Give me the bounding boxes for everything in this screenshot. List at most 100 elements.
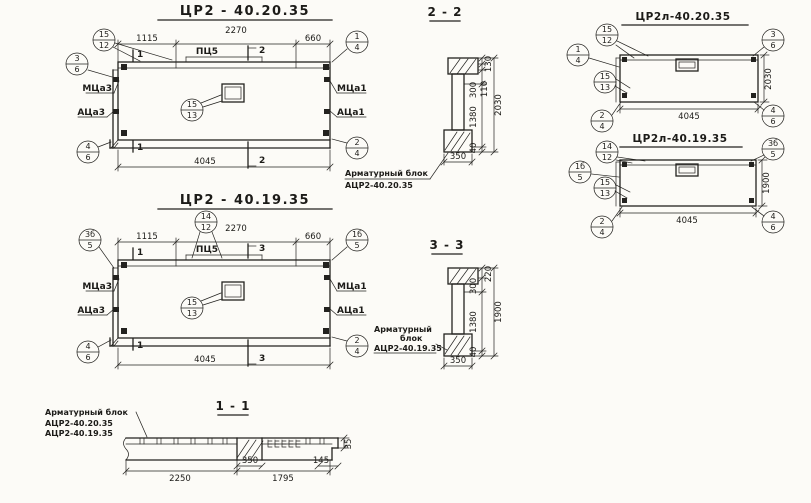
dim-4045: 4045 [676, 216, 698, 226]
svg-text:13: 13 [600, 189, 610, 198]
corner-plate-bl [121, 328, 127, 334]
section-3-3: 3 - 3 220 300 1380 40 1900 350 [429, 238, 504, 370]
callout-14-12: 14 12 [595, 140, 646, 164]
label-mca3: МЦа3 [82, 84, 112, 94]
dim-110: 110 [480, 81, 490, 97]
dim-2030: 2030 [494, 94, 504, 116]
rebar-ticks-left [139, 437, 228, 445]
svg-text:6: 6 [770, 117, 775, 126]
svg-text:4: 4 [85, 142, 90, 151]
edge-plate [324, 77, 330, 82]
callout-1-4: 1 4 [566, 43, 620, 68]
edge-plate [324, 109, 330, 114]
callout-14-12: 14 12 [191, 210, 223, 259]
label-mca1: МЦа1 [337, 282, 367, 292]
dim-40: 40 [469, 347, 479, 358]
opening-inner [678, 61, 696, 69]
callout-4-6: 4 6 [76, 140, 112, 164]
dim-130: 130 [484, 56, 494, 72]
note-armature-block-1935: Арматурный блок АЦР2-40.19.35 [373, 325, 448, 354]
corner-plate-bl [622, 93, 627, 98]
embedded-item-labels: МЦа3 АЦа3 МЦа1 АЦа1 [77, 278, 367, 316]
dim-300: 300 [469, 82, 479, 98]
dim-1795: 1795 [272, 474, 294, 484]
panel-outline [615, 159, 757, 207]
section-2-2: 2 - 2 130 110 300 1380 40 2030 350 [427, 5, 504, 166]
svg-text:2: 2 [354, 138, 359, 147]
rebar-ticks-right [305, 437, 325, 445]
cut-2-label-top: 2 [259, 46, 265, 56]
svg-text:1: 1 [575, 45, 580, 54]
dim-1900: 1900 [494, 301, 504, 323]
section-dimensions: 220 300 1380 40 1900 350 [440, 264, 504, 370]
svg-text:15: 15 [187, 100, 197, 109]
callout-15-13: 15 13 [593, 176, 631, 200]
corner-plate-br [749, 198, 754, 203]
callout-4-6: 4 6 [76, 339, 112, 364]
panel-elevation-cr2-40-20-35: ЦР2 - 40.20.35 1115 2270 660 ПЦ5 2 2 1 1 [65, 4, 369, 172]
cut-1-label-top: 1 [137, 248, 143, 258]
dim-350: 350 [450, 356, 466, 366]
callout-2-4: 2 4 [331, 334, 369, 358]
edge-plate [113, 77, 119, 82]
note-line-2: блок [400, 333, 423, 343]
svg-text:12: 12 [602, 36, 612, 45]
svg-text:4: 4 [770, 212, 775, 221]
pc5-mark: ПЦ5 [185, 47, 263, 63]
edge-plate [324, 307, 330, 312]
note-line-1: Арматурный блок [45, 407, 129, 417]
svg-text:2: 2 [599, 111, 604, 120]
panel-title: ЦР2л-40.20.35 [635, 11, 730, 23]
svg-text:1б: 1б [352, 230, 362, 239]
callout-3b-5: 3б 5 [78, 228, 115, 269]
corner-plate-br [323, 130, 329, 136]
opening-inner [678, 166, 696, 174]
svg-text:5: 5 [770, 150, 775, 159]
corner-plate-tr [323, 64, 329, 70]
joint-hatch [236, 439, 264, 460]
callout-4-6: 4 6 [753, 101, 785, 128]
corner-plate-tl [622, 57, 627, 62]
dim-2250: 2250 [169, 474, 191, 484]
opening-outer [221, 83, 245, 103]
panel-outline [109, 259, 331, 347]
svg-text:6: 6 [770, 223, 775, 232]
panel-outline [615, 54, 759, 103]
svg-text:4: 4 [354, 43, 359, 52]
section-dimensions: 130 110 300 1380 40 2030 350 [440, 54, 504, 166]
dim-2270: 2270 [225, 224, 247, 234]
panel-elevation-cr2l-40-19-35: ЦР2л-40.19.35 14 12 1б 5 15 13 3б 5 [568, 133, 785, 239]
section-title: 1 - 1 [215, 399, 250, 413]
panel-title: ЦР2 - 40.20.35 [180, 4, 310, 19]
svg-text:6: 6 [85, 153, 90, 162]
corner-plate-tl [121, 262, 127, 268]
cut-line-1: 1 1 [132, 247, 143, 351]
svg-text:1: 1 [354, 32, 359, 41]
svg-text:3: 3 [770, 30, 775, 39]
edge-plate [113, 275, 119, 280]
section-title: 2 - 2 [427, 5, 462, 19]
svg-text:5: 5 [87, 241, 92, 250]
corner-plate-tr [749, 162, 754, 167]
callout-3-6: 3 6 [65, 52, 113, 78]
cut-line-3: 3 3 [247, 243, 265, 367]
dim-660: 660 [305, 34, 321, 44]
dim-2030: 2030 [764, 68, 774, 90]
opening-inner [224, 86, 242, 100]
svg-text:12: 12 [602, 153, 612, 162]
edge-plate [324, 275, 330, 280]
dim-220: 220 [484, 266, 494, 282]
callout-15-13: 15 13 [180, 94, 223, 122]
svg-text:3: 3 [74, 54, 79, 63]
svg-text:15: 15 [602, 25, 612, 34]
label-mca1: МЦа1 [337, 84, 367, 94]
label-mca3: МЦа3 [82, 282, 112, 292]
panel-title: ЦР2 - 40.19.35 [180, 193, 310, 208]
svg-text:4: 4 [85, 342, 90, 351]
bottom-dimension: 4045 [114, 149, 334, 172]
label-aca3: АЦа3 [77, 306, 105, 316]
cut-3-label-top: 3 [259, 244, 265, 254]
cut-1-label-top: 1 [137, 50, 143, 60]
callout-15-13: 15 13 [180, 292, 223, 320]
svg-text:15: 15 [187, 298, 197, 307]
